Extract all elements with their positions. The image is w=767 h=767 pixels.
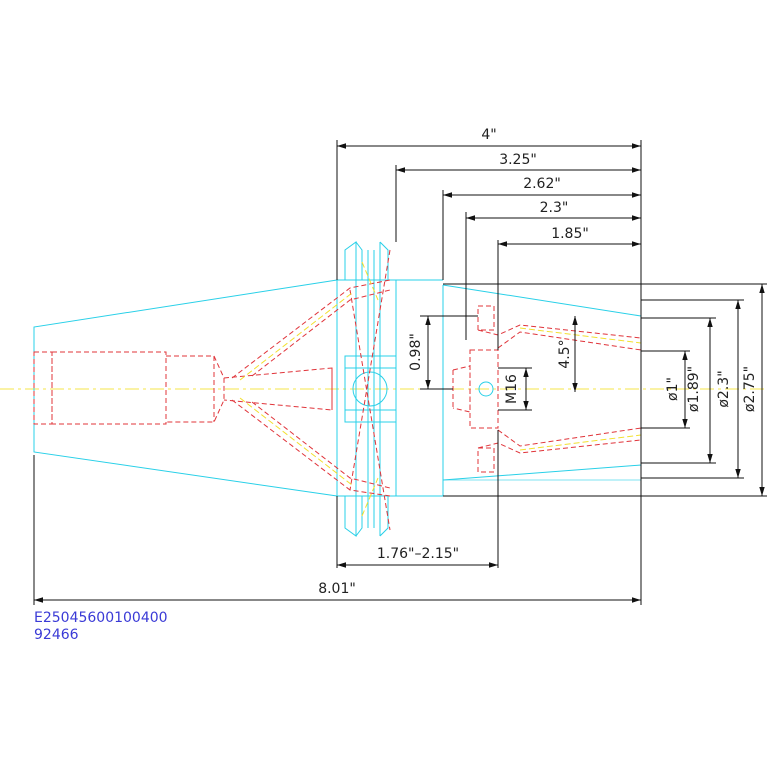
dim-label-0-98: 0.98"	[408, 333, 424, 371]
hidden-lines	[33, 249, 642, 531]
dim-label-dia-1: ø1"	[665, 377, 681, 401]
dim-label-overall-length: 8.01"	[318, 581, 356, 597]
taper-shank-outline	[33, 279, 338, 497]
dim-label-dia-1-89: ø1.89"	[686, 366, 702, 412]
pin-hole	[478, 381, 494, 397]
dimension-lines	[33, 140, 767, 605]
dim-label-4: 4"	[481, 127, 496, 143]
part-number: 92466	[34, 627, 79, 643]
dim-label-m16: M16	[504, 374, 520, 404]
construction-lines	[239, 261, 642, 517]
dim-label-dia-2-75: ø2.75"	[742, 366, 758, 412]
dim-label-range: 1.76"–2.15"	[377, 546, 459, 562]
part-code: E25045600100400	[34, 610, 168, 626]
dim-label-3-25: 3.25"	[499, 152, 537, 168]
dim-label-dia-2-3: ø2.3"	[716, 370, 732, 407]
flange-outline	[336, 241, 444, 537]
dim-label-2-62: 2.62"	[523, 176, 561, 192]
dim-label-1-85: 1.85"	[551, 226, 589, 242]
dim-label-4-5-deg: 4.5°	[557, 339, 573, 368]
dim-label-2-3: 2.3"	[540, 200, 569, 216]
